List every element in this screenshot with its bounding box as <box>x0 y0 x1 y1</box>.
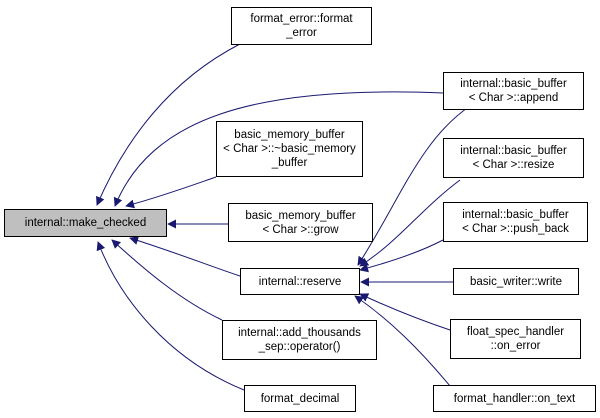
node-internal-reserve[interactable]: internal::reserve <box>240 268 360 295</box>
edge-resize-reserve <box>359 179 461 267</box>
node-basic-memory-buffer-dtor[interactable]: basic_memory_buffer < Char >::~basic_mem… <box>216 121 363 177</box>
edge-onerror-reserve <box>359 293 451 331</box>
node-format-decimal[interactable]: format_decimal <box>244 385 356 412</box>
edge-pushback-reserve <box>359 239 444 273</box>
node-float-spec-handler-on-error[interactable]: float_spec_handler ::on_error <box>450 319 581 359</box>
edge-reserve <box>129 236 241 277</box>
node-add-thousands-sep[interactable]: internal::add_thousands _sep::operator() <box>222 320 377 360</box>
node-make-checked[interactable]: internal::make_checked <box>4 209 167 237</box>
node-basic-buffer-append[interactable]: internal::basic_buffer < Char >::append <box>443 72 584 110</box>
node-basic-memory-buffer-grow[interactable]: basic_memory_buffer < Char >::grow <box>228 203 373 242</box>
node-basic-buffer-push-back[interactable]: internal::basic_buffer < Char >::push_ba… <box>443 202 588 242</box>
edge-format-decimal <box>96 241 245 391</box>
edge-dtor <box>125 176 217 209</box>
node-format-error[interactable]: format_error::format _error <box>231 7 372 45</box>
node-format-handler-on-text[interactable]: format_handler::on_text <box>433 385 596 412</box>
edge-format-error <box>96 43 241 206</box>
edge-ontext-reserve <box>354 295 451 387</box>
edge-add-thousands <box>111 239 223 321</box>
node-basic-buffer-resize[interactable]: internal::basic_buffer < Char >::resize <box>443 138 584 178</box>
edge-append <box>113 91 444 207</box>
node-basic-writer-write[interactable]: basic_writer::write <box>453 268 579 295</box>
